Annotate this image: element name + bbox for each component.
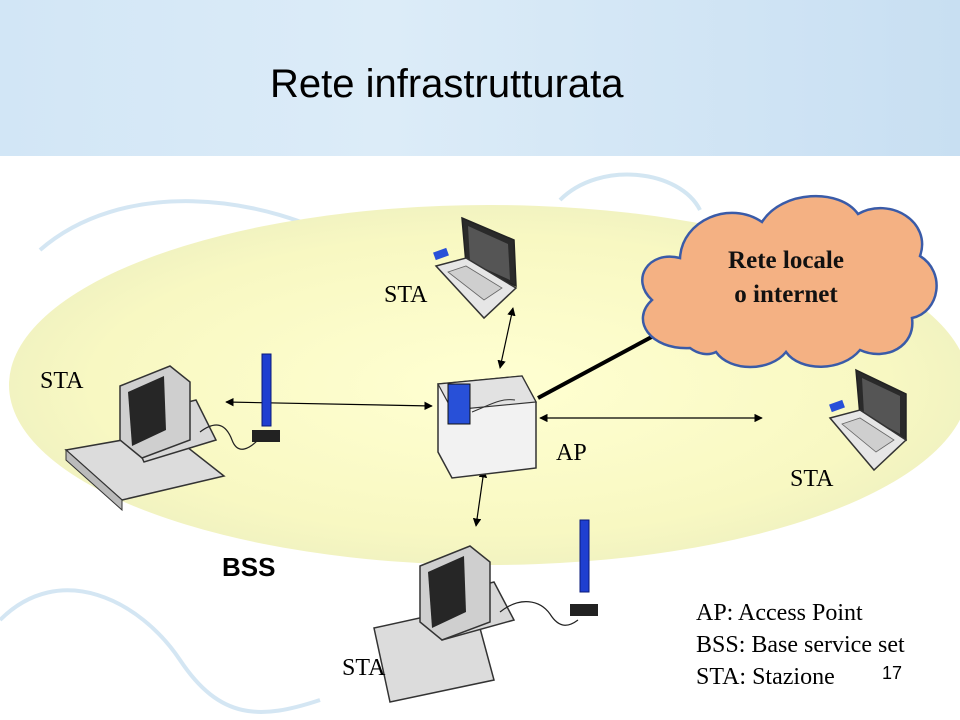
ap-cloud-cable — [537, 324, 673, 400]
legend-item-sta: STA: Stazione — [696, 664, 835, 690]
ap-label: AP — [556, 440, 587, 466]
bss-label: BSS — [222, 552, 276, 582]
sta-label-bottom: STA — [342, 655, 386, 681]
slide-title: Rete infrastrutturata — [270, 62, 624, 106]
cloud-label: Rete locale o internet — [676, 244, 896, 312]
legend-item-ap: AP: Access Point — [696, 600, 863, 626]
legend: AP: Access Point BSS: Base service set S… — [696, 597, 905, 693]
desktop-left-icon — [64, 365, 259, 512]
arrow-ap-sta-left — [225, 397, 433, 411]
antenna-bottom-icon — [570, 519, 598, 616]
sta-label-right: STA — [790, 466, 834, 492]
legend-item-bss: BSS: Base service set — [696, 632, 905, 658]
access-point-icon — [437, 375, 537, 479]
arrow-ap-sta-top — [497, 307, 516, 369]
laptop-right-icon — [828, 368, 908, 472]
laptop-top-icon — [433, 216, 518, 320]
page-number: 17 — [882, 663, 903, 683]
title-band — [0, 0, 960, 156]
sta-label-left: STA — [40, 368, 84, 394]
cloud-label-line1: Rete locale — [728, 247, 844, 274]
arrow-ap-sta-bottom — [472, 469, 488, 527]
cloud-label-line2: o internet — [734, 281, 838, 308]
antenna-left-icon — [252, 353, 280, 442]
desktop-bottom-icon — [373, 545, 579, 703]
cloud-icon — [641, 194, 938, 369]
sta-label-top: STA — [384, 282, 428, 308]
